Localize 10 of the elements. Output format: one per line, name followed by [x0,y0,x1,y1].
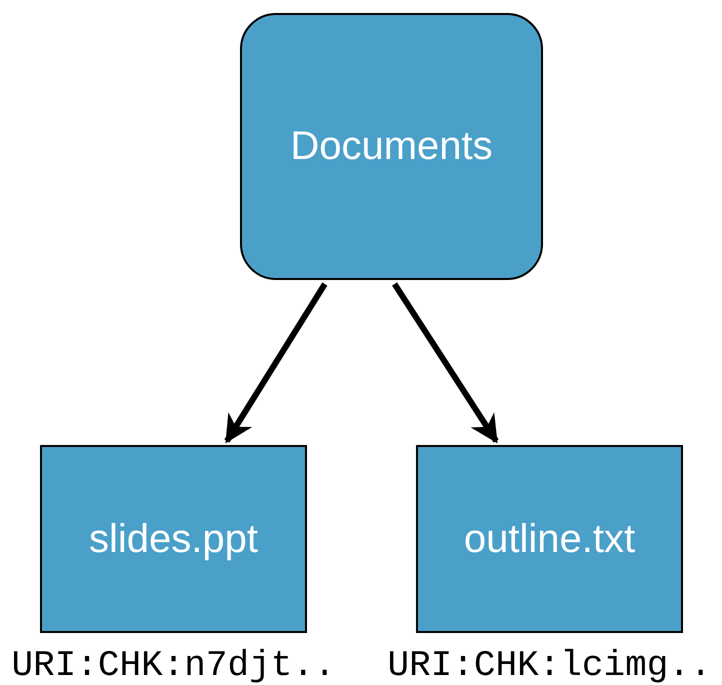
file-box [416,445,683,633]
arrow [224,282,328,444]
file-box [40,445,307,633]
rounded-box [240,13,543,280]
node-label: outline.txt [464,516,636,562]
node-label: slides.ppt [89,516,258,562]
uri-label: URI:CHK:lcimg.. [386,645,713,685]
uri-label: URI:CHK:n7djt.. [10,645,337,685]
node-label: Documents [290,124,493,169]
arrow [392,282,499,444]
